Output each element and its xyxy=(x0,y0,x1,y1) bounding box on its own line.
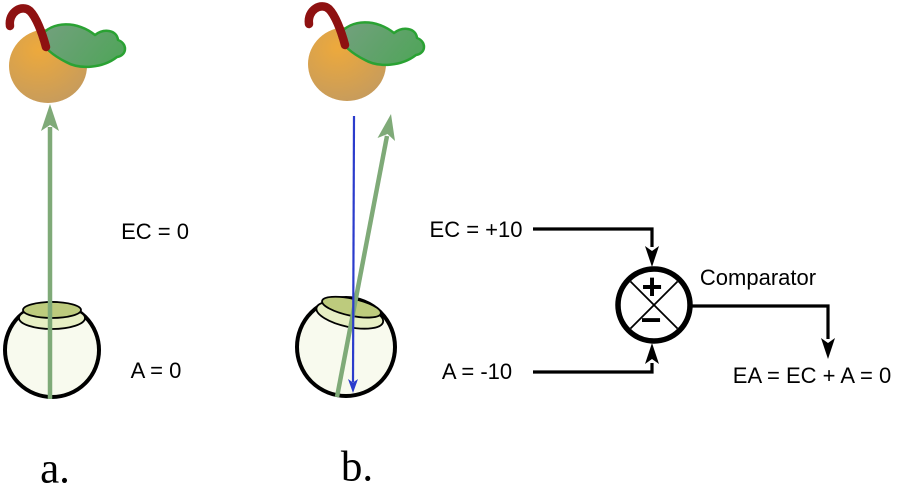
retinal-arrowhead-b xyxy=(348,379,358,393)
fruit-target-a xyxy=(5,4,127,103)
output-arrowhead xyxy=(821,338,835,359)
panel-a-label: a. xyxy=(40,445,70,493)
comparator-plus-sign: + xyxy=(641,266,662,307)
gaze-line-b xyxy=(334,135,390,398)
a-label-b: A = -10 xyxy=(441,359,513,384)
leaf-icon xyxy=(38,23,127,69)
retinal-line-b xyxy=(351,115,356,383)
ec-label-b: EC = +10 xyxy=(429,217,523,242)
gaze-arrowhead-a xyxy=(41,104,59,131)
output-equation-label: EA = EC + A = 0 xyxy=(732,363,892,388)
output-arrow xyxy=(690,304,835,359)
a-input-arrowhead xyxy=(645,343,659,364)
gaze-arrowhead-b xyxy=(377,114,395,141)
comparator-label: Comparator xyxy=(699,265,817,290)
a-input-line xyxy=(533,363,654,374)
a-label-a: A = 0 xyxy=(130,358,182,383)
gaze-arrow-a xyxy=(41,104,59,399)
ec-label-a: EC = 0 xyxy=(121,219,189,244)
ec-input-line xyxy=(533,227,654,247)
gaze-arrow-b xyxy=(334,114,395,398)
comparator-node: + − xyxy=(615,266,693,344)
a-input-arrow xyxy=(533,343,659,374)
retinal-arrow-b xyxy=(348,115,358,393)
stem-icon xyxy=(5,4,51,52)
comparator-minus-sign: − xyxy=(640,299,661,340)
output-line xyxy=(690,304,830,339)
panel-b-label: b. xyxy=(340,443,374,491)
ec-input-arrow xyxy=(533,227,659,267)
comparator-diagonal-2 xyxy=(629,280,679,330)
ec-input-arrowhead xyxy=(645,246,659,267)
fruit-target-b xyxy=(308,6,424,101)
